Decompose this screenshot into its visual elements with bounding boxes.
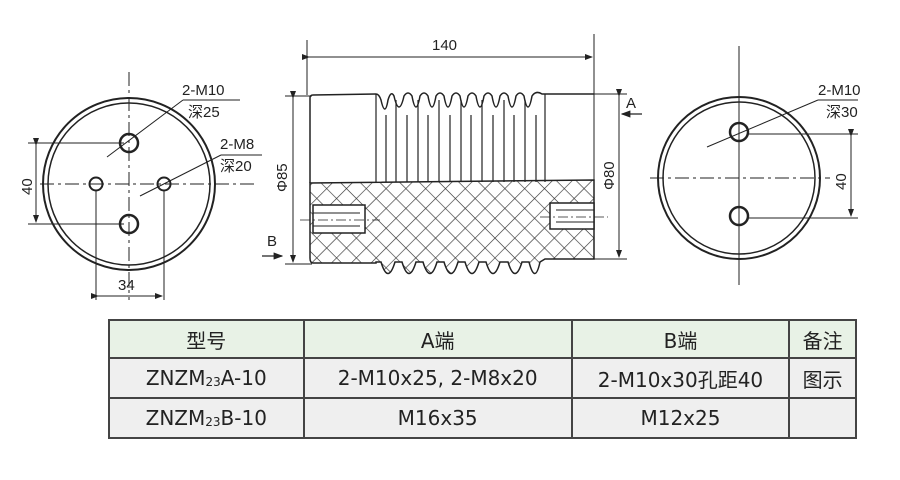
table-row: ZNZM23A-10 2-M10x25, 2-M8x20 2-M10x30孔距4… — [108, 357, 857, 399]
left-dim-34: 34 — [118, 277, 135, 294]
cell-a-end: 2-M10x25, 2-M8x20 — [302, 357, 573, 399]
left-dim-40: 40 — [19, 178, 36, 195]
cell-model: ZNZM23A-10 — [108, 357, 305, 399]
side-dia-80: Φ80 — [601, 161, 618, 190]
cell-b-end: M12x25 — [570, 397, 791, 439]
side-length-140: 140 — [432, 37, 457, 54]
right-dim-40: 40 — [833, 173, 850, 190]
cell-note: 图示 — [788, 357, 857, 399]
left-hole1-depth: 深25 — [188, 104, 220, 121]
header-model: 型号 — [108, 319, 305, 359]
table-header: 型号 A端 B端 备注 — [108, 319, 857, 359]
table-row: ZNZM23B-10 M16x35 M12x25 — [108, 397, 857, 439]
end-b-label: B — [267, 233, 277, 250]
right-end-view — [650, 46, 858, 285]
end-a-label: A — [626, 95, 636, 112]
cell-b-end: 2-M10x30孔距40 — [570, 357, 791, 399]
cell-note — [788, 397, 857, 439]
right-hole-label: 2-M10 — [818, 82, 861, 99]
technical-drawing: 2-M10 深25 2-M8 深20 40 34 — [19, 34, 861, 300]
left-hole1-label: 2-M10 — [182, 82, 225, 99]
side-dia-85: Φ85 — [274, 163, 291, 192]
right-hole-depth: 深30 — [826, 104, 858, 121]
header-a-end: A端 — [302, 319, 573, 359]
cell-model: ZNZM23B-10 — [108, 397, 305, 439]
header-note: 备注 — [788, 319, 857, 359]
header-b-end: B端 — [570, 319, 791, 359]
left-hole2-label: 2-M8 — [220, 136, 254, 153]
left-hole2-depth: 深20 — [220, 158, 252, 175]
spec-table: 型号 A端 B端 备注 ZNZM23A-10 2-M10x25, 2-M8x20… — [108, 319, 857, 439]
left-end-view — [28, 72, 262, 300]
cell-a-end: M16x35 — [302, 397, 573, 439]
side-view — [262, 34, 642, 275]
